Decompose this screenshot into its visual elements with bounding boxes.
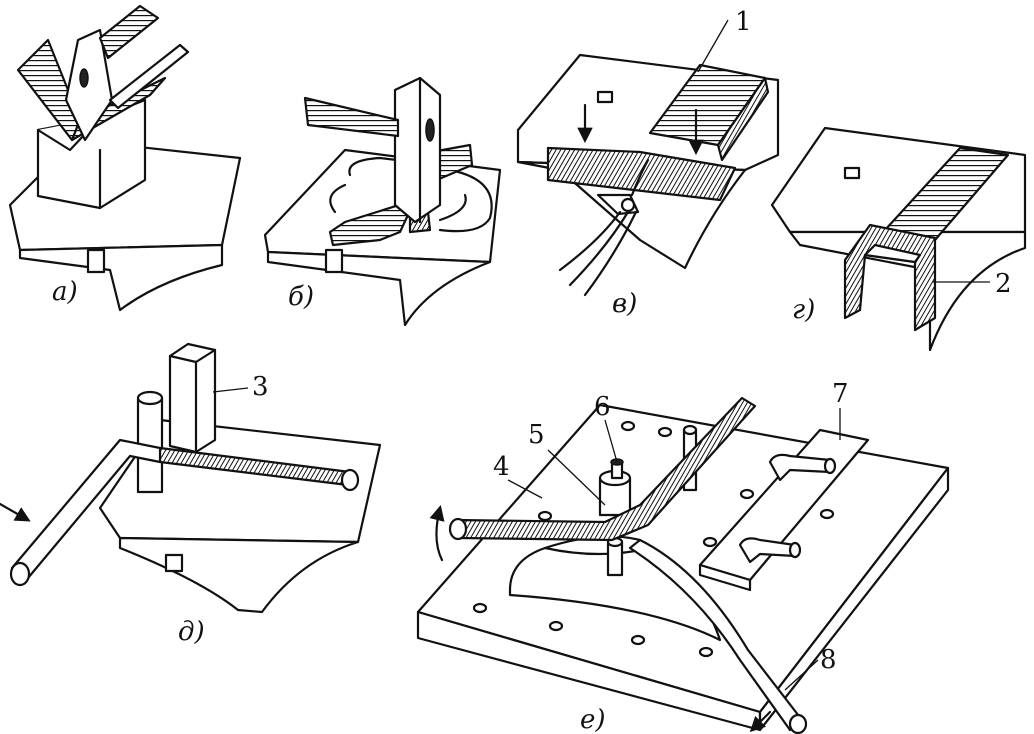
callout-4: 4 <box>493 452 510 482</box>
panel-a-label: а) <box>52 277 78 307</box>
callout-5: 5 <box>528 420 545 450</box>
callout-7: 7 <box>832 379 849 409</box>
panel-d-label: д) <box>178 617 205 647</box>
panel-e-label: е) <box>580 705 606 734</box>
panel-g-u-profile <box>843 223 937 332</box>
callout-1: 1 <box>735 7 752 37</box>
panel-e: 4 5 6 7 8 е) <box>416 379 950 734</box>
panel-g: 2 г) <box>770 126 1027 352</box>
callout-2: 2 <box>995 269 1012 299</box>
panel-b: б) <box>263 76 502 327</box>
panel-g-label: г) <box>792 295 815 325</box>
panel-b-label: б) <box>288 282 314 312</box>
panel-a-hammer <box>64 28 114 142</box>
panel-a: а) <box>8 4 242 312</box>
panel-v-label: в) <box>612 289 637 319</box>
panel-d-stop-block <box>168 342 217 454</box>
panel-e-rod <box>453 396 757 542</box>
panel-b-hammer <box>393 76 442 224</box>
callout-3: 3 <box>252 372 269 402</box>
callout-8: 8 <box>820 645 837 675</box>
callout-6: 6 <box>594 392 611 422</box>
panel-v: 1 в) <box>516 7 780 319</box>
panel-e-holes <box>472 420 835 658</box>
panel-d: 3 д) <box>0 342 382 647</box>
